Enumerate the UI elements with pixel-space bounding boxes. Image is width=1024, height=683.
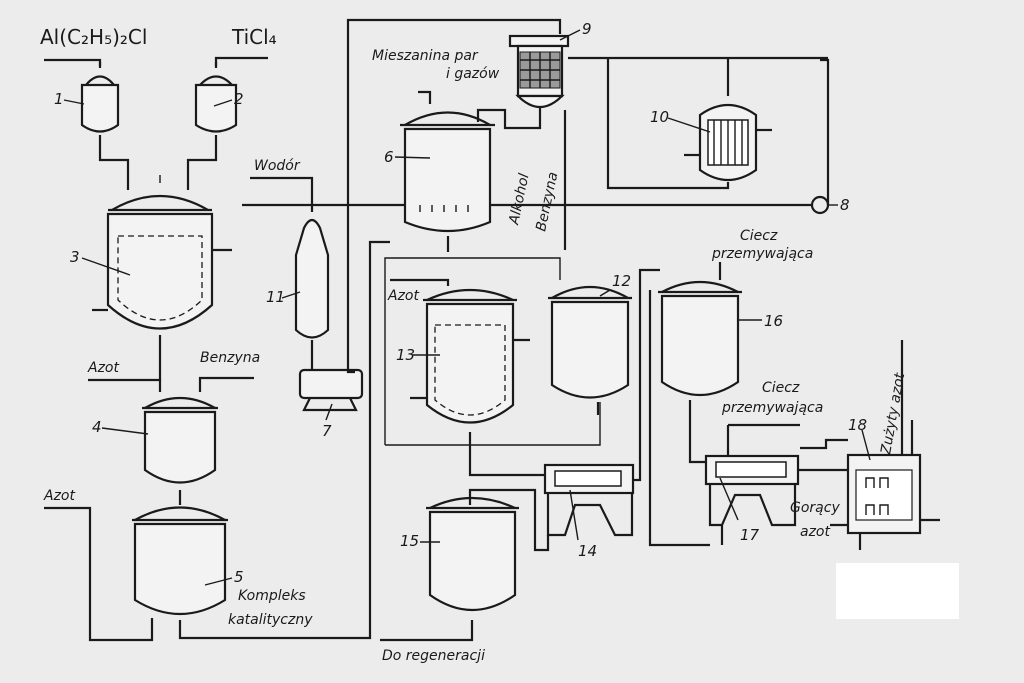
label-kompleks-1: Kompleks	[238, 588, 306, 604]
label-ciecz-1a: Ciecz	[740, 228, 778, 244]
formula-ticl4: TiCl₄	[231, 25, 277, 49]
number-12: 12	[612, 272, 631, 290]
feed-lines-1-2	[44, 56, 268, 190]
number-13: 13	[396, 346, 415, 364]
number-17: 17	[740, 526, 760, 544]
label-do-regeneracji: Do regeneracji	[382, 648, 485, 664]
vessel-6	[400, 90, 542, 252]
number-5: 5	[234, 568, 244, 586]
number-3: 3	[70, 248, 80, 266]
vessel-9	[508, 34, 828, 250]
number-9: 9	[582, 20, 592, 38]
label-goracy-2: azot	[800, 524, 830, 540]
number-2: 2	[234, 90, 244, 108]
number-16: 16	[764, 312, 783, 330]
number-10: 10	[650, 108, 669, 126]
number-7: 7	[322, 422, 332, 440]
vessel-1	[80, 62, 120, 133]
number-1: 1	[54, 90, 64, 108]
label-azot-5: Azot	[43, 488, 75, 504]
number-4: 4	[92, 418, 102, 436]
label-ciecz-1b: przemywająca	[711, 246, 813, 262]
label-wodor: Wodór	[254, 158, 301, 174]
label-ciecz-2a: Ciecz	[762, 380, 800, 396]
label-mieszanina-1: Mieszanina par	[372, 48, 479, 64]
vessel-2	[194, 62, 238, 133]
vessel-3	[92, 175, 232, 380]
vessel-14	[468, 268, 660, 552]
leader-lines	[63, 29, 871, 586]
number-15: 15	[400, 532, 419, 550]
number-11: 11	[266, 288, 285, 306]
vessel-4	[88, 376, 254, 505]
label-benzyna-4: Benzyna	[200, 350, 260, 366]
label-mieszanina-2: i gazów	[446, 66, 500, 82]
formula-alcl: Al(C₂H₅)₂Cl	[40, 25, 147, 49]
vessel-18	[830, 340, 940, 550]
vessel-17	[648, 290, 848, 547]
label-azot-4: Azot	[87, 360, 119, 376]
vessel-10	[606, 58, 772, 190]
label-goracy-1: Gorący	[790, 500, 840, 516]
main-gas-line	[242, 58, 830, 215]
vessel-15	[380, 496, 519, 642]
number-18: 18	[848, 416, 867, 434]
label-ciecz-2b: przemywająca	[721, 400, 823, 416]
blank-patch	[836, 563, 959, 619]
vessel-11	[250, 176, 330, 370]
vessel-16	[658, 262, 742, 464]
vessel-12	[548, 285, 632, 415]
label-azot-13: Azot	[387, 288, 419, 304]
number-8: 8	[840, 196, 850, 214]
number-14: 14	[578, 542, 597, 560]
label-kompleks-2: katalityczny	[228, 612, 313, 628]
vessel-5	[44, 240, 390, 642]
number-6: 6	[384, 148, 394, 166]
vessel-13	[390, 278, 545, 477]
dashed-loop	[384, 257, 601, 446]
vessel-7	[298, 18, 562, 412]
